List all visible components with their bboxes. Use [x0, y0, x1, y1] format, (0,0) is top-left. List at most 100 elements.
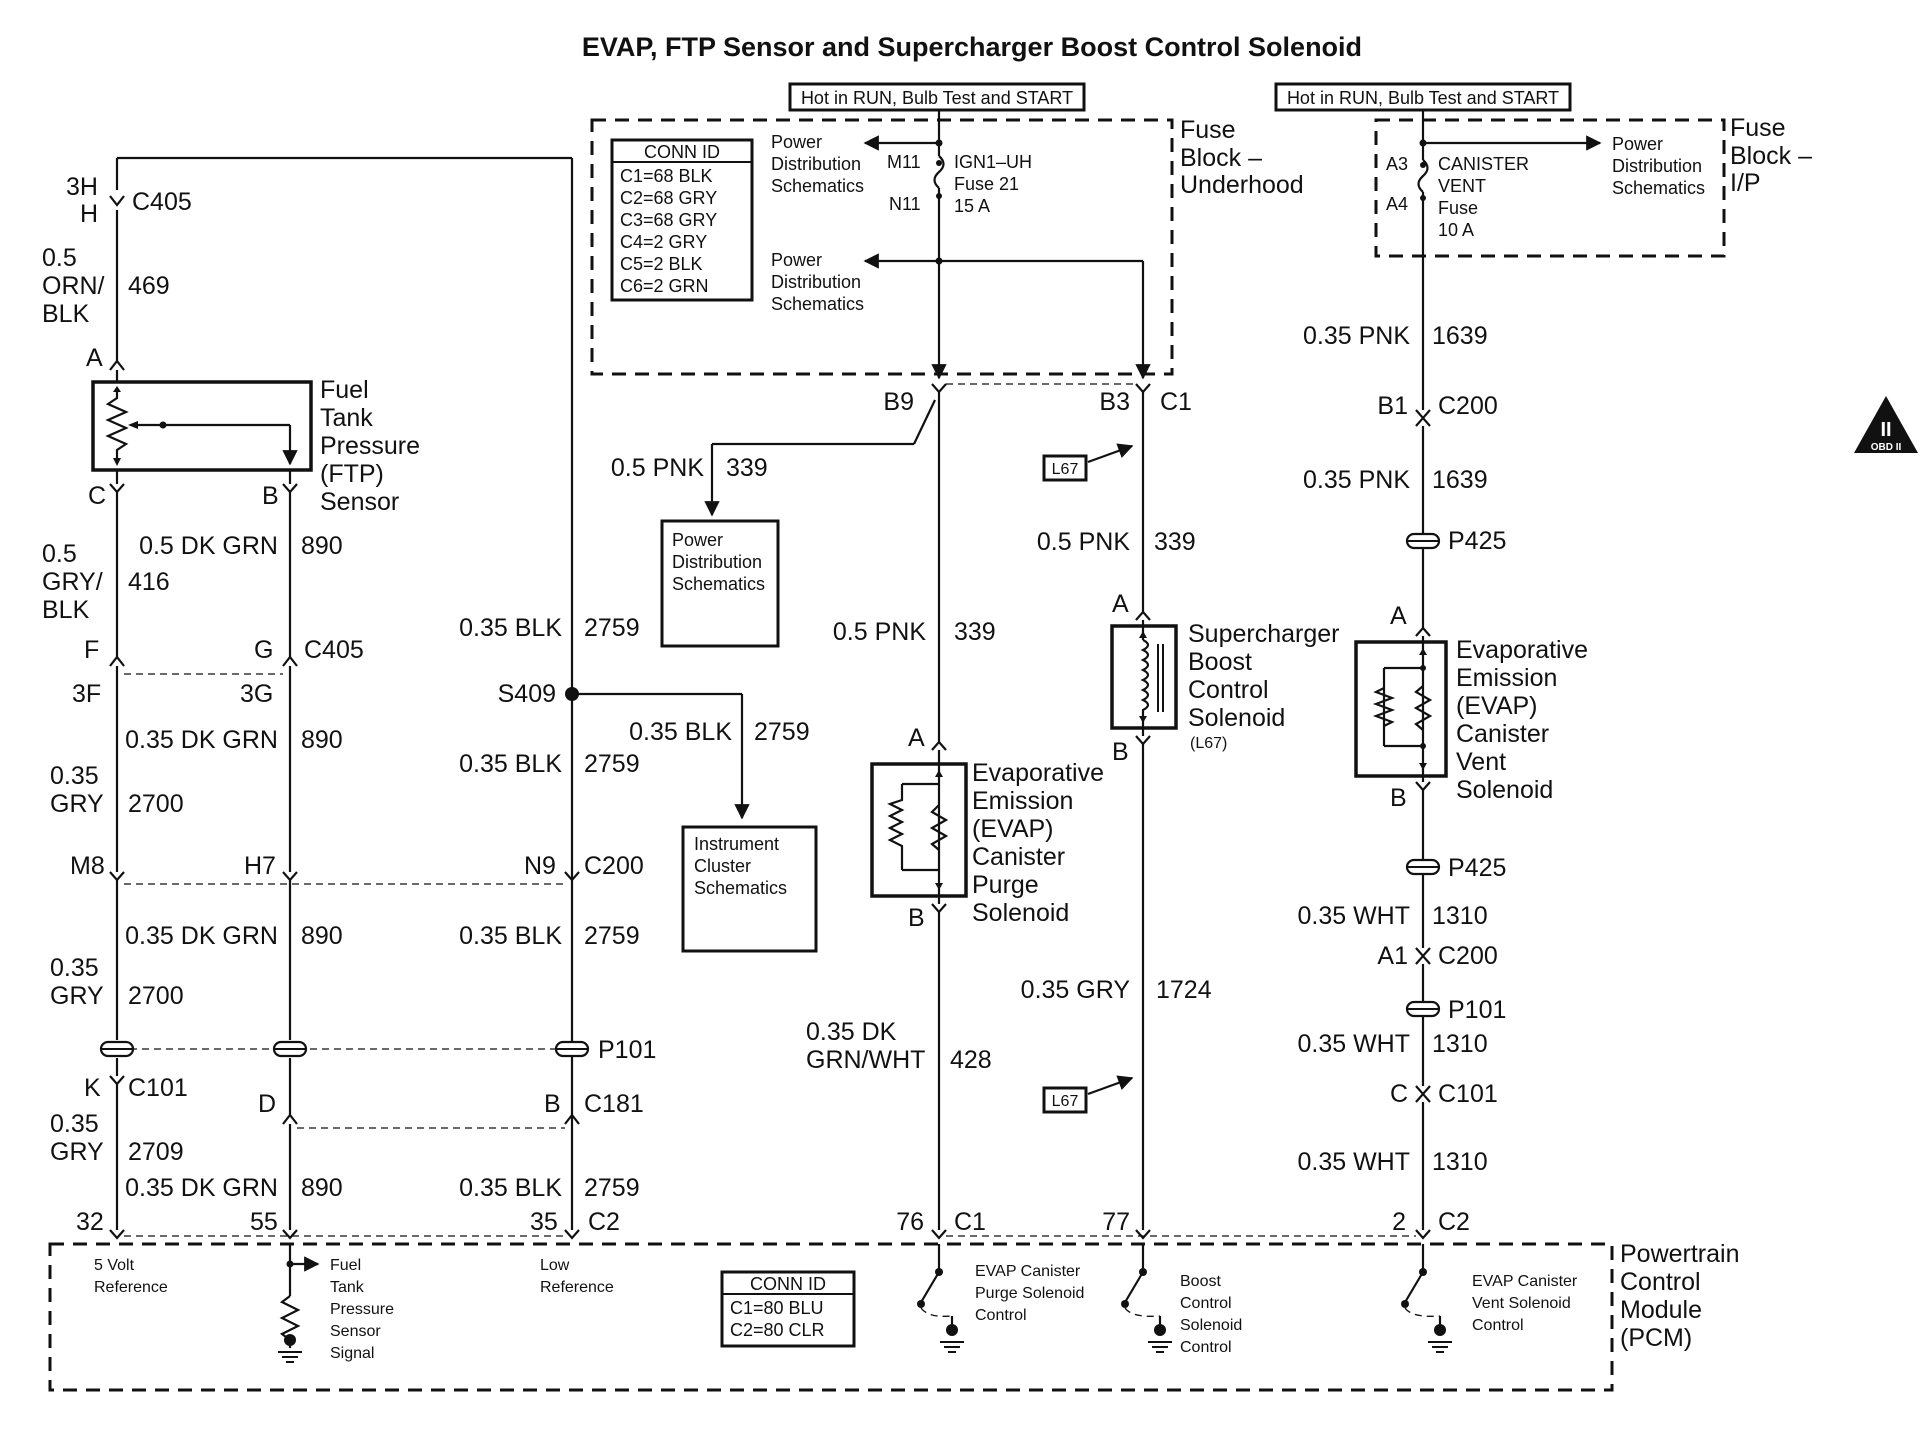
svg-text:Control: Control [1188, 676, 1269, 704]
wire-1724-size: 0.35 GRY [1021, 976, 1131, 1004]
connector-c405-top: C405 [132, 188, 192, 216]
purge-pin-a: A [908, 724, 925, 752]
wire-428-size: 0.35 DK [806, 1018, 897, 1046]
svg-text:Hot in RUN, Bulb Test and STAR: Hot in RUN, Bulb Test and START [1287, 88, 1559, 108]
svg-text:(PCM): (PCM) [1620, 1324, 1692, 1352]
svg-text:Emission: Emission [972, 787, 1073, 815]
svg-text:GRY: GRY [50, 982, 104, 1010]
evap-vent-solenoid [1354, 640, 1448, 778]
diagram-title: EVAP, FTP Sensor and Supercharger Boost … [582, 32, 1362, 62]
canister-vent-fuse-label: CANISTER [1438, 154, 1529, 174]
wire-890-circuit-1: 890 [301, 532, 343, 560]
svg-text:C2=80 CLR: C2=80 CLR [730, 1320, 825, 1340]
vent-pin-a: A [1390, 602, 1407, 630]
boost-pin-b: B [1112, 738, 1129, 766]
svg-text:Canister: Canister [972, 843, 1065, 871]
connector-p101-left: P101 [598, 1036, 656, 1064]
svg-text:VENT: VENT [1438, 176, 1486, 196]
pcm-pin-77: 77 [1102, 1208, 1130, 1236]
pcm-purge-driver [917, 1244, 964, 1353]
wire-416-circuit: 416 [128, 568, 170, 596]
pcm-label: Powertrain [1620, 1240, 1740, 1268]
wire-2700-size-1: 0.35 [50, 762, 99, 790]
pcm-vent-driver [1401, 1244, 1452, 1353]
pin-h7: H7 [244, 852, 276, 880]
splice-s409 [565, 687, 750, 820]
pcm-pin-32: 32 [76, 1208, 104, 1236]
svg-text:Control: Control [1472, 1317, 1524, 1334]
ftp-pin-a: A [86, 344, 103, 372]
terminal-n11: N11 [889, 194, 921, 214]
pin-c181-b: B [544, 1090, 561, 1118]
wire-2759-circuit-1: 2759 [584, 614, 640, 642]
wire-2700-circuit-2: 2700 [128, 982, 184, 1010]
wire-1310-size-1: 0.35 WHT [1297, 902, 1410, 930]
connector-p425-1: P425 [1448, 527, 1506, 555]
svg-text:Purge: Purge [972, 871, 1039, 899]
svg-text:Reference: Reference [540, 1279, 614, 1296]
connector-p425-2: P425 [1448, 854, 1506, 882]
boost-solenoid-label: Supercharger [1188, 620, 1339, 648]
wire-339-circuit-b: 339 [954, 618, 996, 646]
fuse-block-ip-label: Fuse [1730, 114, 1786, 142]
svg-text:Signal: Signal [330, 1345, 374, 1362]
svg-text:L67: L67 [1052, 461, 1079, 478]
pin-b9: B9 [883, 388, 914, 416]
circuit-339-boost [1135, 383, 1151, 626]
svg-text:Block –: Block – [1180, 144, 1262, 172]
pcm-ftp-signal-label: Fuel [330, 1257, 361, 1274]
pin-k: K [84, 1074, 101, 1102]
pin-b3: B3 [1099, 388, 1130, 416]
svg-text:Vent: Vent [1456, 748, 1506, 776]
svg-text:Distribution: Distribution [771, 154, 861, 174]
svg-text:I/P: I/P [1730, 169, 1761, 197]
svg-text:Cluster: Cluster [694, 856, 751, 876]
pin-b1: B1 [1377, 392, 1408, 420]
boost-pin-a: A [1112, 590, 1129, 618]
pin-3f: 3F [72, 680, 101, 708]
wire-339-size-a: 0.5 PNK [611, 454, 704, 482]
svg-text:Instrument: Instrument [694, 834, 779, 854]
l67-option-box-2: L67 [1042, 1075, 1134, 1114]
fuse-21-wiring [863, 110, 1151, 380]
circuit-1639 [1405, 409, 1441, 642]
pcm-pin-connectors [109, 1229, 1431, 1240]
fuse-block-underhood-label: Fuse [1180, 116, 1236, 144]
left-vertical-wires [109, 470, 580, 1230]
svg-text:CONN ID: CONN ID [750, 1274, 826, 1294]
svg-text:II: II [1880, 419, 1891, 441]
svg-text:Boost: Boost [1188, 648, 1252, 676]
p101-inline-left [99, 1040, 590, 1058]
pcm-module: Powertrain Control Module (PCM) [48, 1240, 1740, 1392]
wire-890-size-3: 0.35 DK GRN [125, 922, 278, 950]
pcm-conn-id-table: CONN ID C1=80 BLU C2=80 CLR [720, 1270, 856, 1348]
svg-text:Solenoid: Solenoid [972, 899, 1069, 927]
conn-id-table-underhood: CONN ID C1=68 BLK C2=68 GRY C3=68 GRY C4… [610, 138, 754, 302]
obd-ii-badge: II OBD II [1854, 396, 1918, 453]
svg-text:15 A: 15 A [954, 196, 990, 216]
wire-1310-circuit-2: 1310 [1432, 1030, 1488, 1058]
wire-1724-circuit: 1724 [1156, 976, 1212, 1004]
connector-p101-right: P101 [1448, 996, 1506, 1024]
wire-2759-size-1: 0.35 BLK [459, 614, 562, 642]
wire-339-size-b: 0.5 PNK [833, 618, 926, 646]
wire-469-circuit: 469 [128, 272, 170, 300]
terminal-a4: A4 [1386, 194, 1408, 214]
wire-890-circuit-4: 890 [301, 1174, 343, 1202]
pin-g: G [254, 636, 273, 664]
svg-text:Control: Control [1180, 1295, 1232, 1312]
wire-1310-size-3: 0.35 WHT [1297, 1148, 1410, 1176]
purge-solenoid-label: Evaporative [972, 759, 1104, 787]
wire-890-size-1: 0.5 DK GRN [139, 532, 278, 560]
l67-option-box-1: L67 [1042, 443, 1134, 482]
svg-text:Solenoid: Solenoid [1180, 1317, 1242, 1334]
ftp-sensor [91, 380, 313, 472]
svg-text:Control: Control [975, 1307, 1027, 1324]
pin-h: H [80, 200, 98, 228]
boost-solenoid-option: (L67) [1190, 735, 1227, 752]
evap-purge-solenoid [870, 762, 968, 898]
svg-text:BLK: BLK [42, 596, 90, 624]
hot-label-underhood: Hot in RUN, Bulb Test and START [788, 82, 1086, 112]
svg-text:Distribution: Distribution [1612, 156, 1702, 176]
